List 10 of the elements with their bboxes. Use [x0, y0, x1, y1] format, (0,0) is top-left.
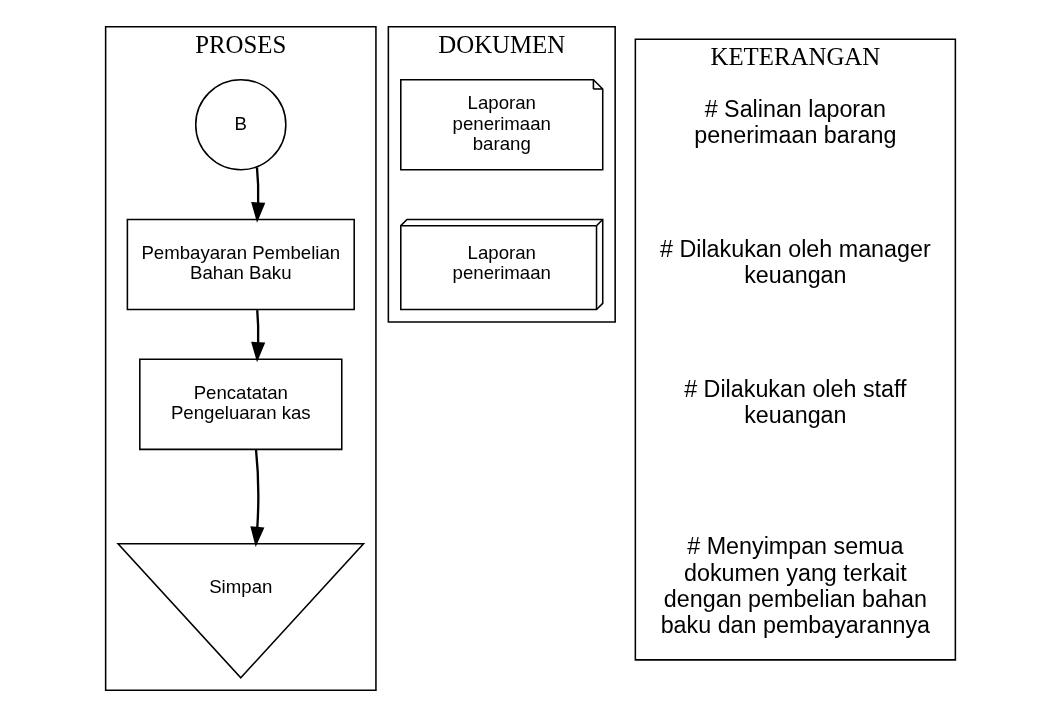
node-box: Pembayaran Pembelian Bahan Baku	[126, 218, 355, 311]
label: # Menyimpan semua dokumen yang terkait dengan pembelian bahan baku dan pembayarannya	[660, 533, 931, 639]
arrow	[251, 167, 266, 223]
arrow	[251, 310, 266, 363]
arrow	[250, 449, 265, 547]
label: # Dilakukan oleh staff keuangan	[684, 375, 907, 428]
node-box: Pencatatan Pengeluaran kas	[139, 358, 343, 451]
label: # Dilakukan oleh manager keuangan	[660, 235, 931, 289]
label: # Salinan laporan penerimaan barang	[694, 95, 897, 149]
node-circle: B	[194, 78, 287, 171]
